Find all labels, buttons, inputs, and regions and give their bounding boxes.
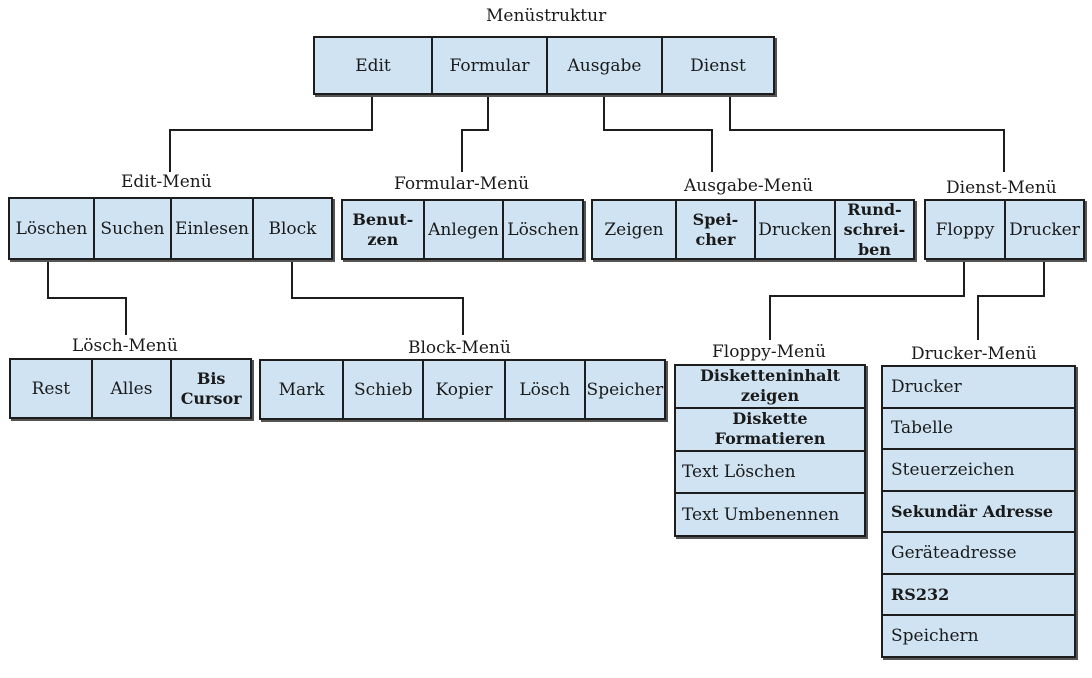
floppy-menu-item-text-loeschen[interactable]: Text Löschen <box>676 449 864 493</box>
drucker-menu: Drucker Tabelle Steuerzeichen Sekundär A… <box>881 365 1076 658</box>
top-menu-formular[interactable]: Formular <box>430 38 546 93</box>
connector-edit <box>169 95 373 172</box>
formular-menu-item-benutzen[interactable]: Benut- zen <box>352 209 414 249</box>
ausgabe-menu-item-speicher[interactable]: Spei- cher <box>674 201 754 258</box>
top-menu: Edit Formular Ausgabe Dienst <box>313 36 775 95</box>
formular-menu-title: Formular-Menü <box>394 174 530 194</box>
loesch-menu-item-alles[interactable]: Alles <box>90 360 171 417</box>
block-menu-title: Block-Menü <box>408 338 511 358</box>
loesch-menu-item-bis-cursor[interactable]: Bis Cursor <box>170 360 250 417</box>
connector-ausgabe <box>603 95 713 172</box>
ausgabe-menu-title: Ausgabe-Menü <box>684 176 814 196</box>
connector-drucker <box>977 260 1045 340</box>
drucker-menu-item-drucker[interactable]: Drucker <box>891 376 962 397</box>
connector-formular <box>461 95 489 172</box>
formular-menu-item-anlegen[interactable]: Anlegen <box>422 201 503 258</box>
connector-dienst <box>729 95 1005 172</box>
dienst-menu-item-floppy[interactable]: Floppy <box>935 219 995 240</box>
floppy-menu-item-disketteninhalt-zeigen[interactable]: Disketteninhalt zeigen <box>700 366 840 406</box>
block-menu-item-speicher[interactable]: Speicher <box>583 361 664 418</box>
top-menu-edit[interactable]: Edit <box>355 55 391 76</box>
drucker-menu-title: Drucker-Menü <box>911 344 1037 364</box>
ausgabe-menu-item-zeigen[interactable]: Zeigen <box>604 219 664 240</box>
edit-menu-item-einlesen[interactable]: Einlesen <box>169 199 252 258</box>
formular-menu: Benut- zen Anlegen Löschen <box>341 199 584 260</box>
drucker-menu-item-rs232[interactable]: RS232 <box>883 572 1074 615</box>
top-menu-ausgabe[interactable]: Ausgabe <box>545 38 661 93</box>
loesch-menu: Rest Alles Bis Cursor <box>9 358 252 419</box>
loesch-menu-title: Lösch-Menü <box>72 336 178 356</box>
formular-menu-item-loeschen[interactable]: Löschen <box>502 201 582 258</box>
drucker-menu-item-sekundaer-adresse[interactable]: Sekundär Adresse <box>883 489 1074 532</box>
drucker-menu-item-speichern[interactable]: Speichern <box>883 614 1074 656</box>
diagram-title: Menüstruktur <box>486 6 607 26</box>
block-menu-item-loesch[interactable]: Lösch <box>503 361 584 418</box>
drucker-menu-item-steuerzeichen[interactable]: Steuerzeichen <box>883 448 1074 490</box>
ausgabe-menu-item-drucken[interactable]: Drucken <box>753 201 834 258</box>
drucker-menu-item-tabelle[interactable]: Tabelle <box>883 406 1074 449</box>
edit-menu: Löschen Suchen Einlesen Block <box>8 197 333 260</box>
block-menu-item-kopier[interactable]: Kopier <box>422 361 503 418</box>
edit-menu-title: Edit-Menü <box>121 172 212 192</box>
block-menu: Mark Schieb Kopier Lösch Speicher <box>259 359 666 420</box>
top-menu-dienst[interactable]: Dienst <box>660 38 773 93</box>
block-menu-item-mark[interactable]: Mark <box>278 379 325 400</box>
connector-floppy <box>769 260 965 340</box>
dienst-menu: Floppy Drucker <box>924 199 1085 260</box>
connector-block <box>291 260 464 335</box>
edit-menu-item-block[interactable]: Block <box>251 199 331 258</box>
floppy-menu-item-text-umbenennen[interactable]: Text Umbenennen <box>676 492 864 535</box>
ausgabe-menu-item-rundschreiben[interactable]: Rund- schrei- ben <box>833 201 913 258</box>
connector-loeschen <box>47 260 127 335</box>
edit-menu-item-loeschen[interactable]: Löschen <box>15 218 88 239</box>
loesch-menu-item-rest[interactable]: Rest <box>31 378 71 399</box>
floppy-menu-title: Floppy-Menü <box>712 342 826 362</box>
block-menu-item-schieb[interactable]: Schieb <box>342 361 422 418</box>
edit-menu-item-suchen[interactable]: Suchen <box>92 199 170 258</box>
dienst-menu-title: Dienst-Menü <box>946 178 1057 198</box>
floppy-menu: Disketteninhalt zeigen Diskette Formatie… <box>674 364 866 537</box>
drucker-menu-item-geraeteadresse[interactable]: Geräteadresse <box>883 531 1074 573</box>
ausgabe-menu: Zeigen Spei- cher Drucken Rund- schrei- … <box>591 199 915 260</box>
floppy-menu-item-diskette-formatieren[interactable]: Diskette Formatieren <box>676 406 864 450</box>
dienst-menu-item-drucker[interactable]: Drucker <box>1003 201 1083 258</box>
